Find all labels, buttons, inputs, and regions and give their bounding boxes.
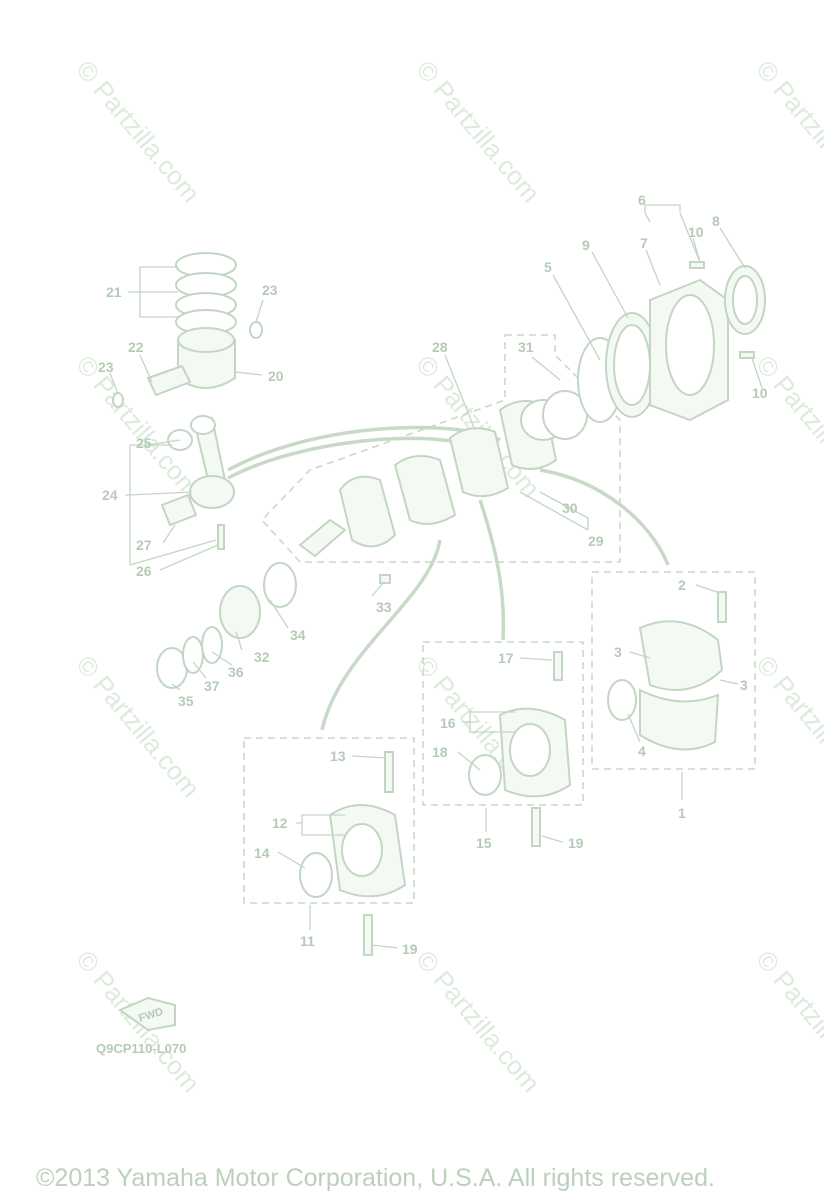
callout: 11 — [300, 933, 315, 949]
watermark: © Partzilla.com — [750, 650, 824, 803]
callout: 2 — [678, 577, 686, 593]
watermark: © Partzilla.com — [410, 945, 546, 1098]
callout: 21 — [106, 284, 122, 300]
group-boxes — [243, 334, 756, 904]
callout: 19 — [568, 835, 584, 851]
fwd-indicator: FWD — [117, 996, 176, 1032]
callout: 36 — [228, 664, 244, 680]
bearing-housing-11 — [299, 751, 407, 956]
watermark: © Partzilla.com — [410, 55, 546, 208]
callout: 31 — [518, 339, 534, 355]
callout: 18 — [432, 744, 448, 760]
callout: 14 — [254, 845, 270, 861]
callout: 35 — [178, 693, 194, 709]
callout: 6 — [638, 192, 646, 208]
callout: 23 — [262, 282, 278, 298]
callout: 26 — [136, 563, 152, 579]
bearing-housing-15-box — [422, 641, 584, 806]
callout: 9 — [582, 237, 590, 253]
callout: 27 — [136, 537, 152, 553]
bearing-housing-11-box — [243, 737, 415, 904]
callout: 20 — [268, 368, 284, 384]
callout: 10 — [688, 224, 704, 240]
watermark: © Partzilla.com — [750, 350, 824, 503]
rear-housing-stack — [577, 261, 766, 423]
leader-lines — [109, 204, 763, 949]
callout: 28 — [432, 339, 448, 355]
callouts: 21 23 20 22 23 25 24 27 26 28 31 5 9 6 7… — [98, 192, 768, 957]
callout: 32 — [254, 649, 270, 665]
callout: 29 — [588, 533, 604, 549]
watermark: © Partzilla.com — [750, 945, 824, 1098]
crankshaft-group-box — [260, 334, 621, 563]
crankshaft — [298, 390, 588, 584]
callout: 23 — [98, 359, 114, 375]
callout: 4 — [638, 743, 646, 759]
callout: 16 — [440, 715, 456, 731]
callout: 25 — [136, 435, 152, 451]
callout: 15 — [476, 835, 492, 851]
callout: 13 — [330, 748, 346, 764]
callout: 30 — [562, 500, 578, 516]
callout: 12 — [272, 815, 288, 831]
callout: 3 — [740, 677, 748, 693]
callout: 22 — [128, 339, 144, 355]
callout: 34 — [290, 627, 306, 643]
piston-assembly — [112, 252, 263, 408]
bearing-housing-15 — [468, 651, 572, 847]
bearing-housing-1 — [607, 591, 727, 751]
callout: 8 — [712, 213, 720, 229]
watermark: © Partzilla.com — [70, 55, 206, 208]
callout: 3 — [614, 644, 622, 660]
watermarks: © Partzilla.com © Partzilla.com © Partzi… — [70, 55, 824, 1098]
watermark: © Partzilla.com — [750, 55, 824, 208]
callout: 10 — [752, 385, 768, 401]
callout: 17 — [498, 650, 514, 666]
copyright-notice: ©2013 Yamaha Motor Corporation, U.S.A. A… — [36, 1164, 715, 1192]
front-gear-stack — [156, 562, 297, 689]
callout: 19 — [402, 941, 418, 957]
callout: 33 — [376, 599, 392, 615]
diagram-code: Q9CP110-L070 — [96, 1041, 186, 1056]
callout: 1 — [678, 805, 686, 821]
callout: 37 — [204, 678, 220, 694]
callout: 24 — [102, 487, 118, 503]
callout: 5 — [544, 259, 552, 275]
callout: 7 — [640, 235, 648, 251]
connecting-rod — [160, 415, 235, 550]
